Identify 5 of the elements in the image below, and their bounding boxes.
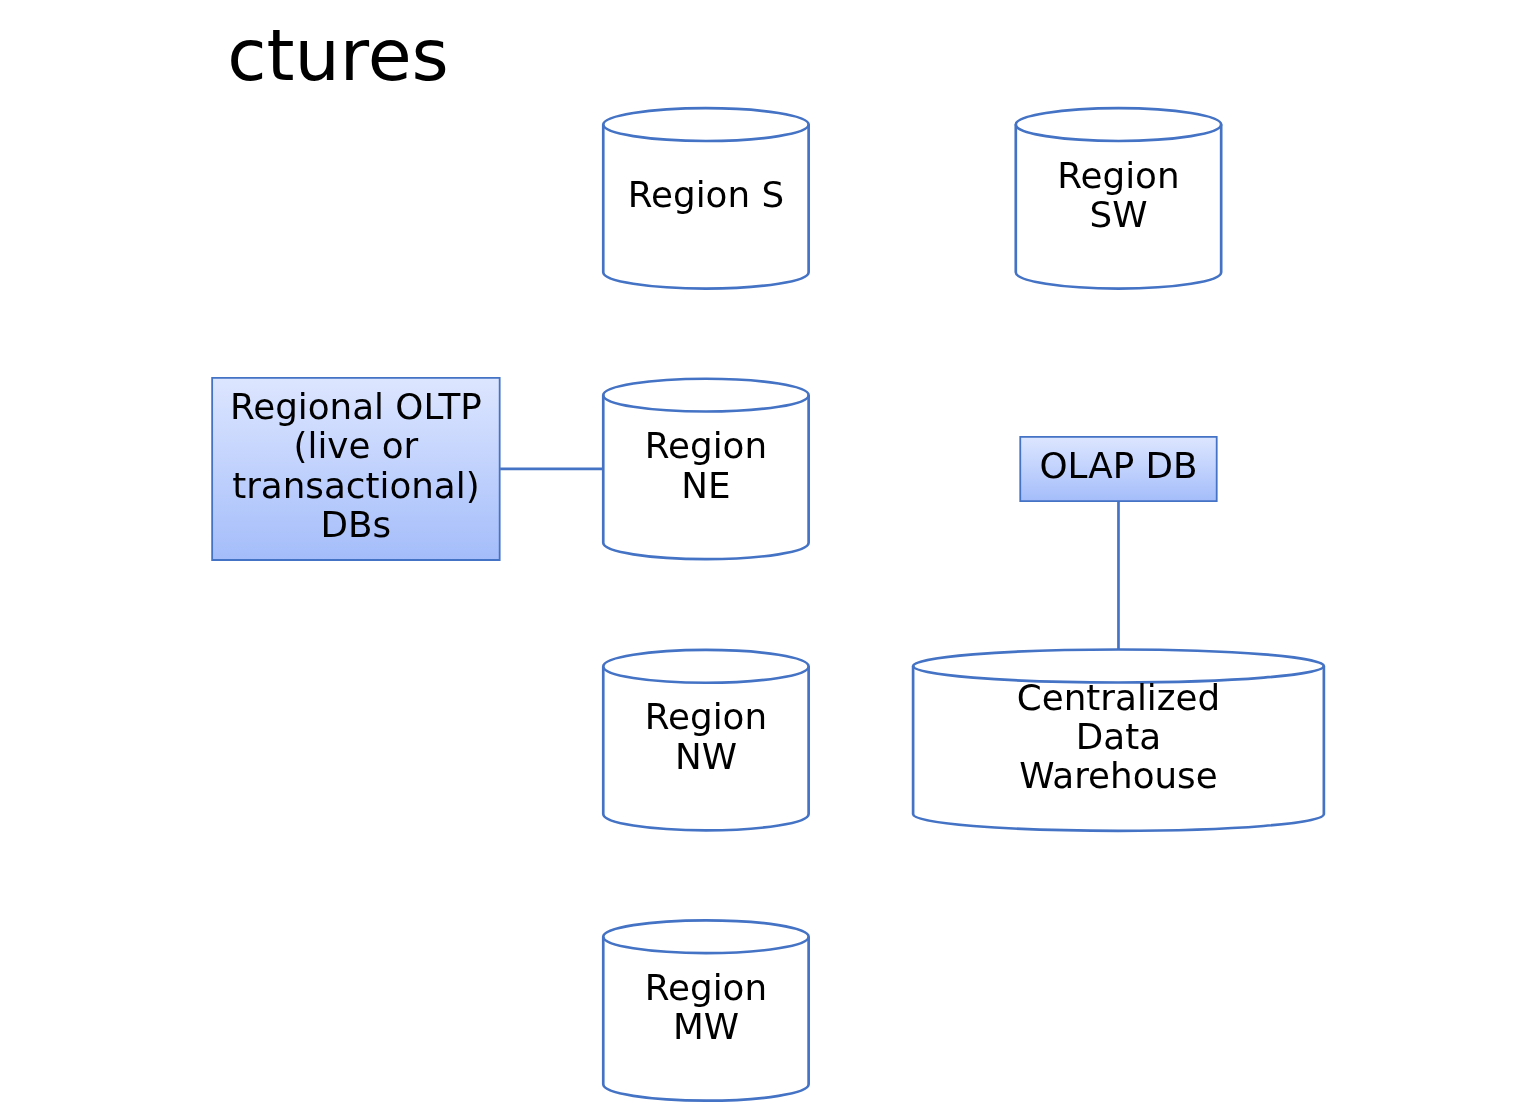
diagram-title: ctures bbox=[227, 13, 449, 97]
connector bbox=[500, 467, 604, 471]
node-box: Regional OLTP (live or transactional) DBs bbox=[211, 376, 501, 561]
connector bbox=[1117, 501, 1120, 650]
node-box: OLAP DB bbox=[1019, 435, 1218, 502]
